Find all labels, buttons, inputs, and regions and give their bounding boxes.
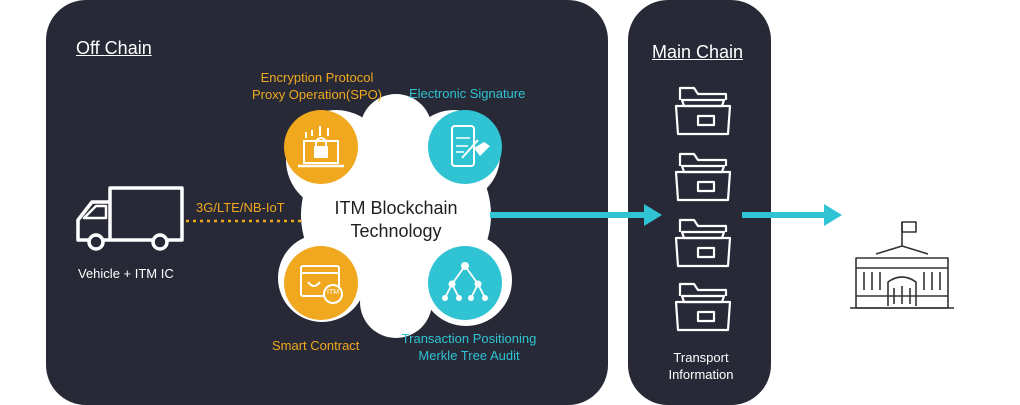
off-chain-title: Off Chain: [76, 38, 152, 58]
smart-contract-label: Smart Contract: [272, 338, 360, 353]
folder-icon: [674, 282, 732, 332]
truck-icon: [76, 186, 184, 251]
folder-icon: [674, 86, 732, 136]
vehicle-label: Vehicle + ITM IC: [78, 266, 174, 281]
government-building-icon: [850, 221, 954, 309]
folder-icon: [674, 218, 732, 268]
smart-contract-badge: ITM: [327, 289, 340, 296]
folder-icon: [674, 152, 732, 202]
connection-label: 3G/LTE/NB-IoT: [196, 200, 285, 215]
main-chain-title: Main Chain: [652, 42, 744, 62]
arrow-to-main-chain: [490, 204, 662, 226]
folder-stack: [674, 86, 732, 332]
main-chain-panel: [628, 0, 771, 405]
center-title-line1: ITM Blockchain: [334, 198, 458, 218]
center-title-line2: Technology: [350, 221, 442, 241]
tablet-signature-icon: [428, 110, 502, 184]
signature-label: Electronic Signature: [409, 86, 526, 101]
transaction-label-line2: Merkle Tree Audit: [418, 348, 520, 363]
encryption-label-line2: Proxy Operation(SPO): [251, 87, 383, 102]
transport-label-line2: Information: [668, 367, 734, 382]
encryption-label-line1: Encryption Protocol: [260, 70, 374, 85]
padlock-laptop-icon: [284, 110, 358, 184]
arrow-to-building: [742, 204, 842, 226]
transport-label-line1: Transport: [673, 350, 729, 365]
browser-smile-icon: [284, 246, 358, 320]
transaction-label-line1: Transaction Positioning: [401, 331, 537, 346]
merkle-tree-icon: [428, 246, 502, 320]
